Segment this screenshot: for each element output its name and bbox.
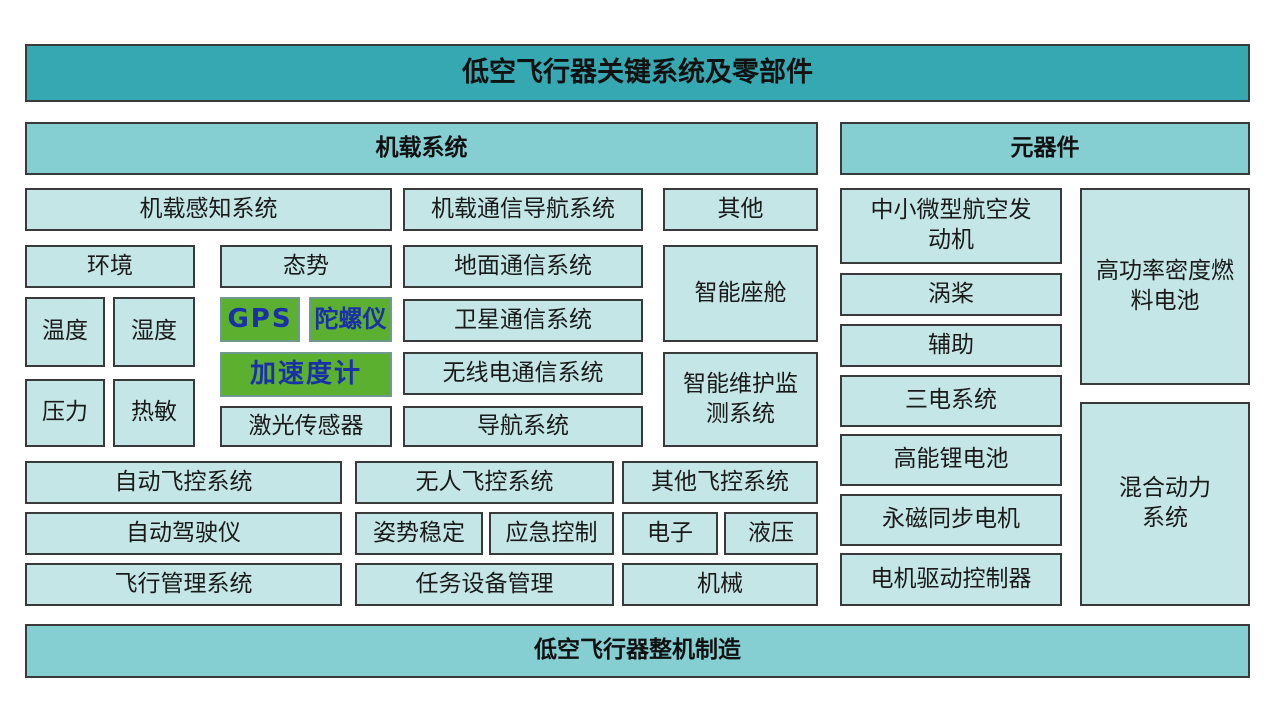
other-control-system: 其他飞控系统 [622,461,818,504]
lithium-battery: 高能锂电池 [840,434,1062,486]
airborne-system-header: 机载系统 [25,122,818,175]
navigation-system: 导航系统 [403,406,643,447]
gyroscope: 陀螺仪 [309,297,392,342]
pressure-sensor: 压力 [25,379,105,447]
environment-sensors: 环境 [25,245,195,288]
temperature-sensor: 温度 [25,297,105,367]
laser-sensor: 激光传感器 [220,406,392,447]
accelerometer: 加速度计 [220,352,392,397]
pm-synchronous-motor: 永磁同步电机 [840,494,1062,546]
autopilot-unit: 自动驾驶仪 [25,512,342,555]
three-electric-system: 三电系统 [840,375,1062,427]
motor-drive-controller: 电机驱动控制器 [840,553,1062,606]
flight-management-system: 飞行管理系统 [25,563,342,606]
emergency-control: 应急控制 [489,512,614,555]
perception-system: 机载感知系统 [25,188,392,231]
components-header: 元器件 [840,122,1250,175]
mission-equipment-management: 任务设备管理 [355,563,614,606]
comm-nav-system: 机载通信导航系统 [403,188,643,231]
other-system: 其他 [663,188,818,231]
gps-module: GPS [220,297,300,342]
aircraft-manufacturing: 低空飞行器整机制造 [25,624,1250,678]
uav-control-system: 无人飞控系统 [355,461,614,504]
radio-comm-system: 无线电通信系统 [403,352,643,395]
small-aero-engine: 中小微型航空发动机 [840,188,1062,264]
hydraulic-control: 液压 [724,512,818,555]
mechanical-control: 机械 [622,563,818,606]
electronic-control: 电子 [622,512,718,555]
satellite-comm-system: 卫星通信系统 [403,299,643,342]
thermal-sensor: 热敏 [113,379,195,447]
autopilot-control-system: 自动飞控系统 [25,461,342,504]
attitude-stabilization: 姿势稳定 [355,512,483,555]
ground-comm-system: 地面通信系统 [403,245,643,288]
smart-cockpit: 智能座舱 [663,245,818,342]
auxiliary-power: 辅助 [840,324,1062,367]
attitude-sensors: 态势 [220,245,392,288]
smart-maintenance-system: 智能维护监测系统 [663,352,818,447]
hybrid-power-system: 混合动力系统 [1080,402,1250,606]
humidity-sensor: 湿度 [113,297,195,367]
fuel-cell: 高功率密度燃料电池 [1080,188,1250,385]
turboprop: 涡桨 [840,273,1062,316]
diagram-title: 低空飞行器关键系统及零部件 [25,44,1250,102]
